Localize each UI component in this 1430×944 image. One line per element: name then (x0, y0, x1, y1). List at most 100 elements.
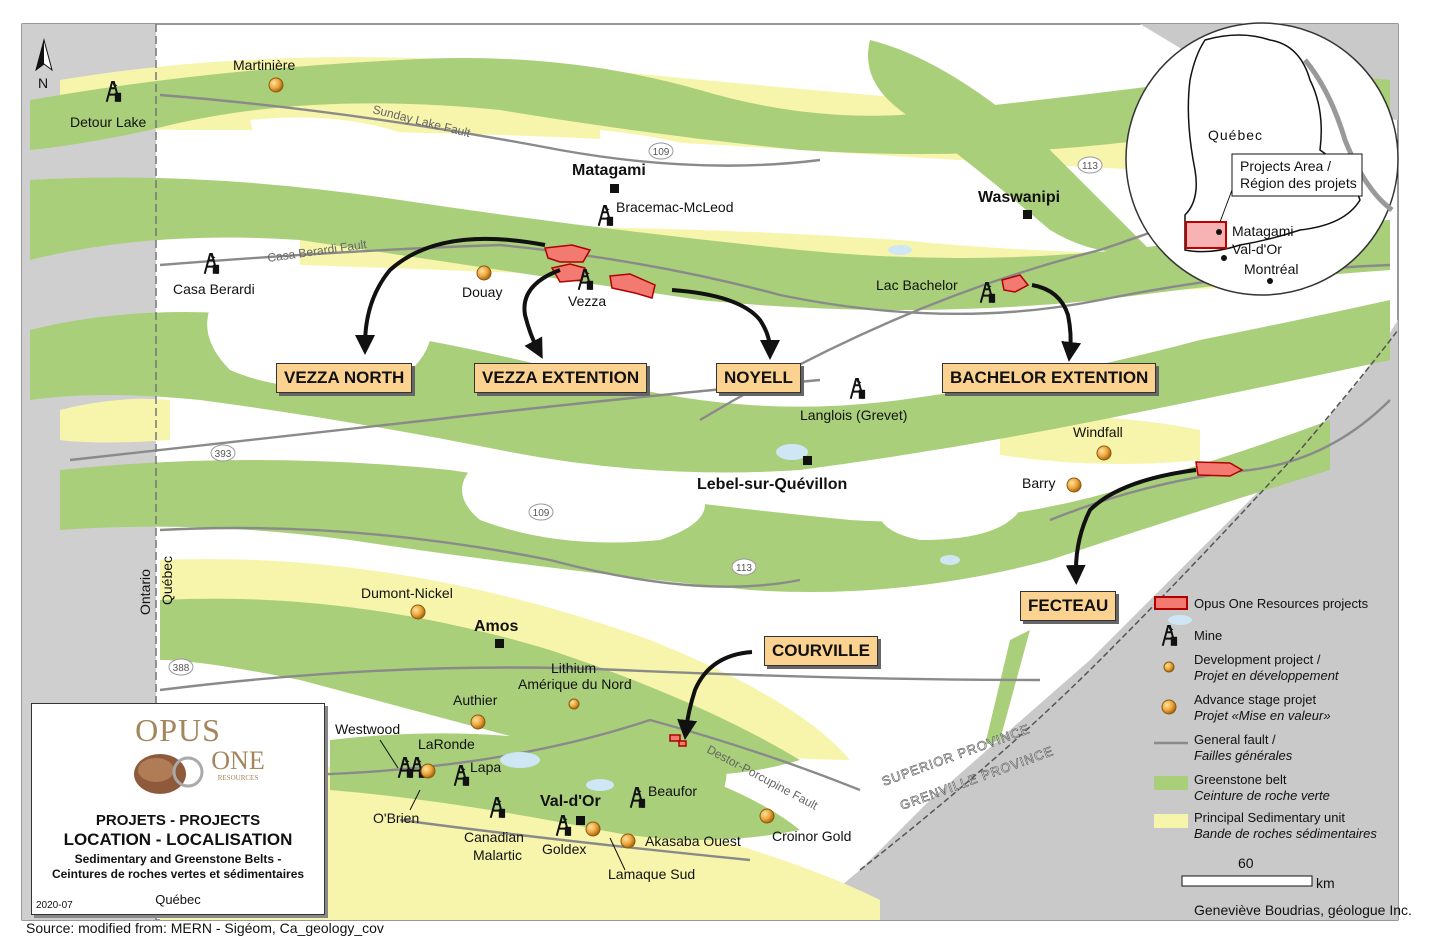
logo-word-resources: RESOURCES (217, 774, 259, 782)
svg-text:388: 388 (173, 663, 190, 674)
deposit-douay: Douay (462, 284, 502, 300)
mine-canadian: Canadian (464, 829, 524, 845)
inset-province-label: Québec (1208, 127, 1263, 143)
opus-one-logo (134, 754, 204, 794)
inset-matagami: Matagami (1232, 223, 1293, 239)
deposit-lithium-amerique: Amérique du Nord (518, 676, 632, 692)
road-shields: 109 109 113 113 393 388 (168, 142, 1103, 676)
title-line-2: LOCATION - LOCALISATION (63, 830, 293, 849)
advanced-deposit-marker (1066, 477, 1082, 493)
mine-westwood: Westwood (335, 721, 400, 737)
title-line-3: Sedimentary and Greenstone Belts - (74, 852, 282, 866)
project-courville-poly (669, 734, 681, 742)
deposit-akasaba-ouest: Akasaba Ouest (645, 833, 741, 849)
svg-text:109: 109 (653, 147, 670, 158)
scale-bar: 60 km (1181, 855, 1335, 891)
inset-area-label-1: Projects Area / (1240, 158, 1331, 174)
development-deposit-marker (568, 698, 580, 710)
town-waswanipi-marker (1023, 210, 1032, 219)
advanced-deposit-marker (1096, 445, 1112, 461)
town-matagami: Matagami (572, 162, 646, 179)
project-label-bachelor-extention[interactable]: BACHELOR EXTENTION (942, 363, 1157, 393)
mine-goldex: Goldex (542, 841, 586, 857)
road-109a: 109 (648, 142, 674, 160)
advanced-deposit-marker (470, 714, 486, 730)
deposit-obrien: O'Brien (373, 810, 419, 826)
mine-detour-lake: Detour Lake (70, 114, 146, 130)
project-label-fecteau[interactable]: FECTEAU (1020, 591, 1117, 621)
mine-vezza: Vezza (568, 293, 606, 309)
grenville-province (800, 24, 1398, 920)
inset-valdor: Val-d'Or (1232, 241, 1282, 257)
title-line-4: Ceintures de roches vertes et sédimentai… (51, 867, 305, 881)
advanced-deposit-icon (1161, 699, 1177, 715)
advanced-deposit-marker (410, 604, 426, 620)
mine-icon (1161, 624, 1178, 646)
town-lebel: Lebel-sur-Quévillon (697, 476, 847, 493)
svg-text:113: 113 (736, 563, 752, 574)
road-393: 393 (210, 444, 236, 462)
project-swatch (1154, 596, 1188, 610)
town-amos-marker (495, 639, 504, 648)
scale-value: 60 (1238, 855, 1254, 871)
mine-casa-berardi: Casa Berardi (173, 281, 255, 297)
mine-langlois: Langlois (Grevet) (800, 407, 907, 423)
inset-area-label-2: Région des projets (1240, 175, 1357, 191)
deposit-windfall: Windfall (1073, 424, 1123, 440)
advanced-deposit-marker (420, 763, 436, 779)
granite-enclaves (207, 117, 1020, 543)
north-arrow: N (35, 38, 53, 91)
sedimentary-swatch (1154, 814, 1188, 828)
advanced-deposit-marker (268, 77, 284, 93)
advanced-deposit-marker (620, 833, 636, 849)
deposit-authier: Authier (453, 692, 498, 708)
town-amos: Amos (474, 618, 519, 635)
development-deposit-icon (1163, 661, 1175, 673)
project-courville-poly-2 (678, 740, 687, 747)
project-fecteau-poly (1195, 461, 1244, 477)
mine-malartic: Malartic (473, 847, 522, 863)
legend: Opus One Resources projects Mine Develop… (1150, 588, 1400, 858)
province-boundary (859, 329, 1399, 871)
mine-bracemac-mcleod: Bracemac-McLeod (616, 199, 734, 215)
svg-text:113: 113 (1082, 161, 1098, 172)
deposit-lithium: Lithium (551, 660, 596, 676)
leader-lines (379, 739, 626, 871)
project-bachelor-poly (1001, 274, 1030, 293)
opus-projects (544, 244, 1244, 747)
mine-lapa: Lapa (470, 759, 501, 775)
project-label-vezza-north[interactable]: VEZZA NORTH (276, 363, 413, 393)
source-credit: Source: modified from: MERN - Sigéom, Ca… (26, 920, 384, 936)
town-valdor: Val-d'Or (540, 793, 601, 810)
road-388: 388 (168, 658, 194, 676)
inset-map: Québec Projects Area / Région des projet… (1125, 22, 1399, 296)
town-waswanipi: Waswanipi (978, 189, 1060, 206)
svg-text:109: 109 (533, 508, 550, 519)
advanced-deposit-marker (476, 265, 492, 281)
project-label-vezza-extention[interactable]: VEZZA EXTENTION (474, 363, 648, 393)
deposit-martiniere: Martinière (233, 57, 295, 73)
advanced-deposit-marker (759, 808, 775, 824)
deposit-dumont-nickel: Dumont-Nickel (361, 585, 453, 601)
svg-text:393: 393 (215, 449, 232, 460)
title-date: 2020-07 (36, 900, 73, 911)
road-113a: 113 (1077, 156, 1103, 174)
road-109b: 109 (528, 503, 554, 521)
mine-laronde: LaRonde (418, 736, 475, 752)
inset-projects-area (1185, 221, 1227, 249)
inset-montreal: Montréal (1244, 261, 1298, 277)
deposit-barry: Barry (1022, 475, 1055, 491)
north-label: N (38, 75, 48, 91)
ontario-label: Ontario (137, 569, 153, 615)
project-label-courville[interactable]: COURVILLE (764, 636, 878, 666)
deposits (268, 77, 1112, 849)
scale-unit: km (1316, 875, 1335, 891)
title-box: OPUS ONE RESOURCES PROJETS - PROJECTS LO… (31, 703, 325, 915)
deposit-croinor-gold: Croinor Gold (772, 828, 851, 844)
mine-beaufor: Beaufor (648, 783, 697, 799)
title-region: Québec (155, 892, 201, 907)
quebec-border-label: Québec (159, 556, 175, 605)
project-label-noyell[interactable]: NOYELL (716, 363, 801, 393)
project-arrows (355, 236, 1197, 740)
author-credit: Geneviève Boudrias, géologue Inc. (1194, 902, 1412, 918)
